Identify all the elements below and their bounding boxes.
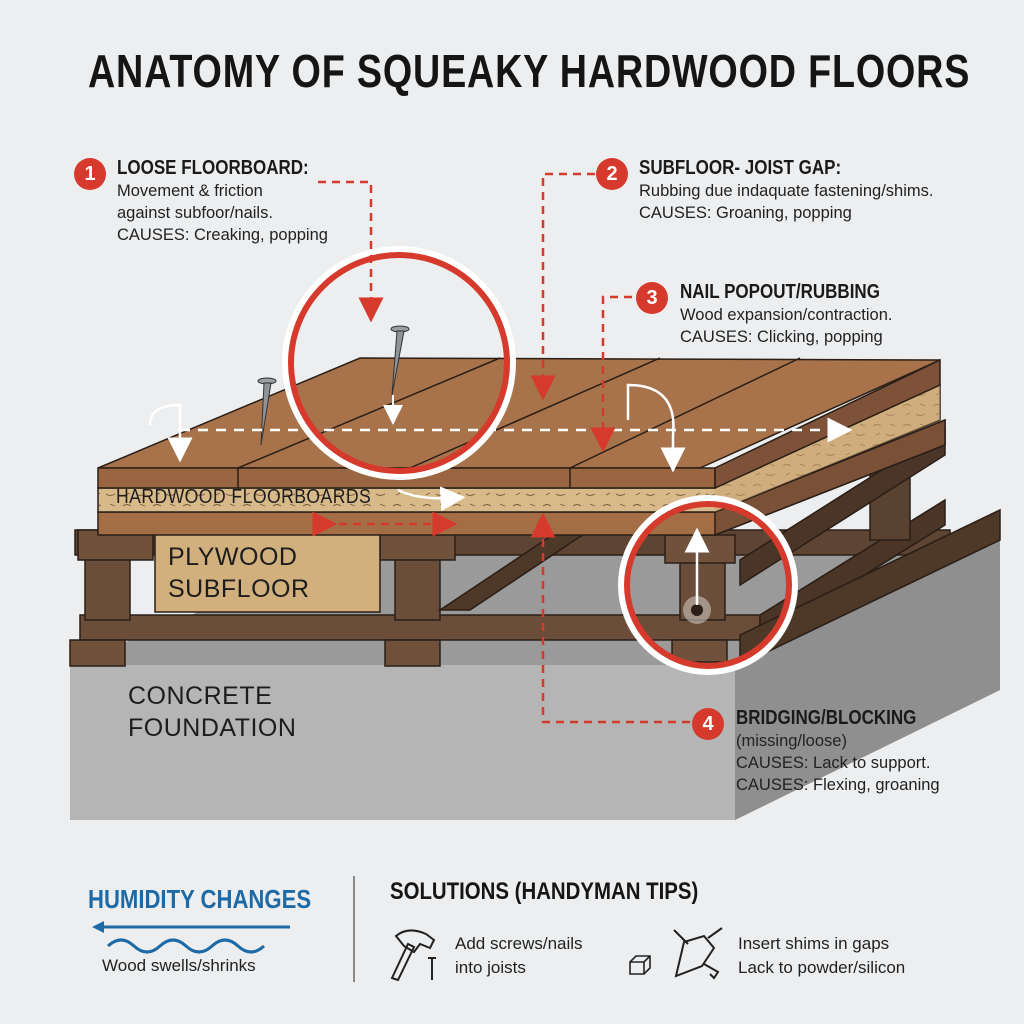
hammer-nail-icon <box>390 929 436 982</box>
solution-line: Add screws/nails <box>455 934 583 953</box>
callout-line: Movement & friction <box>117 182 263 200</box>
nail-icon <box>390 325 410 396</box>
solution-text-1: Add screws/nails into joists <box>455 932 583 980</box>
callout-heading: NAIL POPOUT/RUBBING <box>680 281 880 303</box>
solution-line: Lack to powder/silicon <box>738 958 906 977</box>
number-badge: 3 <box>636 282 668 314</box>
humidity-heading: HUMIDITY CHANGES <box>88 884 312 914</box>
callout-heading: LOOSE FLOORBOARD: <box>117 157 309 179</box>
callout-line: Wood expansion/contraction. <box>680 306 893 324</box>
plywood-panel <box>154 531 381 613</box>
callout-line: CAUSES: Flexing, groaning <box>736 776 940 794</box>
callout-heading: SUBFLOOR- JOIST GAP: <box>639 157 842 179</box>
highlight-circle-4 <box>618 495 798 675</box>
number-badge: 2 <box>596 158 628 190</box>
callout-line: CAUSES: Lack to support. <box>736 754 931 772</box>
shim-block-icon <box>629 955 651 975</box>
callout-line: CAUSES: Clicking, popping <box>680 328 883 346</box>
solutions-heading: SOLUTIONS (HANDYMAN TIPS) <box>390 878 699 905</box>
callout-line: CAUSES: Groaning, popping <box>639 204 852 222</box>
callout-line: CAUSES: Creaking, popping <box>117 226 328 244</box>
callout-line: Rubbing due indaquate fastening/shims. <box>639 182 934 200</box>
callout-heading: BRIDGING/BLOCKING <box>736 707 917 729</box>
solution-line: into joists <box>455 958 526 977</box>
number-badge: 1 <box>74 158 106 190</box>
label-concrete: CONCRETE <box>128 682 273 710</box>
label-plywood: PLYWOOD <box>168 543 298 571</box>
solution-line: Insert shims in gaps <box>738 934 890 953</box>
top-floorboards <box>97 357 941 490</box>
solution-text-2: Insert shims in gaps Lack to powder/sili… <box>738 932 905 980</box>
humidity-subtext: Wood swells/shrinks <box>102 956 256 975</box>
number-badge: 4 <box>692 708 724 740</box>
callout-line: (missing/loose) <box>736 732 847 750</box>
section-divider <box>353 876 355 982</box>
label-subfloor: SUBFLOOR <box>168 575 310 603</box>
callout-line: against subfoor/nails. <box>117 204 273 222</box>
highlight-circle-1 <box>282 246 516 480</box>
nail-icon <box>257 377 277 446</box>
humidity-wave-icon <box>92 921 290 954</box>
drill-icon <box>673 927 723 980</box>
label-hardwood-floorboards: HARDWOOD FLOORBOARDS <box>116 486 372 508</box>
page-title: ANATOMY OF SQUEAKY HARDWOOD FLOORS <box>88 45 971 97</box>
label-foundation: FOUNDATION <box>128 714 297 742</box>
